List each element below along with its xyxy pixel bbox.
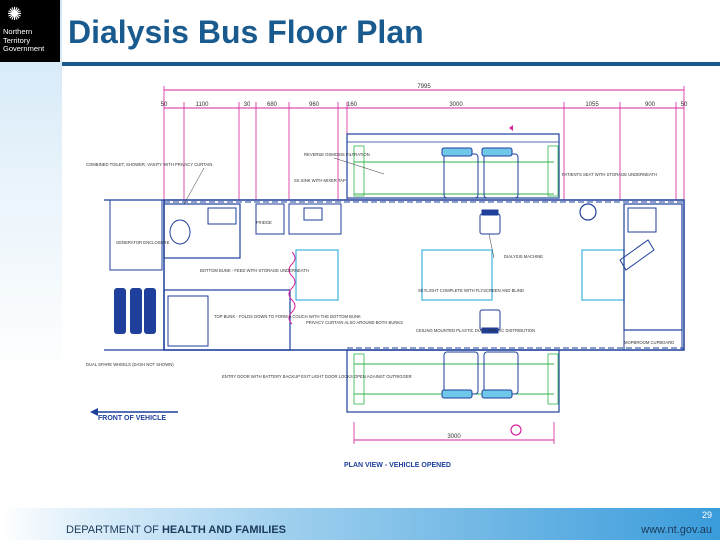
dim-8: 1055 — [585, 102, 599, 108]
label-privacy: PRIVACY CURTAIN ALSO AROUND BOTH BUNKS — [306, 320, 403, 325]
bottom-slide-out — [346, 349, 560, 436]
overall-dimension: 7995 — [417, 84, 431, 90]
top-patient-seats — [441, 147, 519, 199]
left-gradient-strip — [0, 0, 62, 540]
label-entry-door: ENTRY DOOR WITH BATTERY BACKUP EXIT LIGH… — [222, 374, 412, 379]
dim-4: 680 — [267, 102, 278, 108]
bus-main-body — [104, 199, 685, 351]
label-skylight: SKYLIGHT COMPLETE WITH FLYSCREEN AND BLI… — [418, 288, 524, 293]
label-cupboard: MOPBROOM CUPBOARD — [624, 340, 674, 345]
website-url: www.nt.gov.au — [641, 524, 712, 536]
label-fridge: FRIDGE — [256, 220, 272, 225]
label-sink: SS SINK WITH MIXER TAP — [294, 178, 346, 183]
label-dialysis: DIALYSIS MACHINE — [504, 254, 543, 259]
logo-text: Northern Territory Government — [3, 27, 45, 54]
dim-2: 1100 — [196, 102, 210, 108]
label-ceiling-duct: CEILING MOUNTED PLASTIC DUCT FOR A/C DIS… — [416, 328, 535, 333]
floor-plan-diagram: 7995 50 1100 30 680 960 160 3000 1055 90… — [86, 84, 688, 469]
dim-9: 900 — [645, 102, 656, 108]
title-underline — [62, 62, 720, 66]
logo-line-1: Northern — [3, 27, 33, 36]
label-toilet: COMBINED TOILET, SHOWER, VANITY WITH PRI… — [86, 162, 212, 167]
top-slide-out — [346, 125, 560, 199]
front-of-vehicle-label: FRONT OF VEHICLE — [98, 415, 166, 422]
dim-1: 50 — [161, 102, 168, 108]
bottom-dimension: 3000 — [447, 434, 461, 440]
label-generator: GENERATOR ENCLOSURE — [116, 240, 170, 245]
dialysis-machine-icons — [479, 209, 501, 334]
logo-line-3: Government — [3, 44, 45, 53]
dim-5: 960 — [309, 102, 320, 108]
dim-7: 3000 — [449, 102, 463, 108]
label-reverse-osmosis: REVERSE OSMOSIS FILTRATION — [304, 152, 370, 157]
star-icon: ✺ — [7, 4, 23, 25]
nt-government-logo: ✺ Northern Territory Government — [0, 0, 60, 62]
label-top-bunk: TOP BUNK - FOLDS DOWN TO FORM A COUCH WI… — [214, 314, 361, 319]
dept-prefix: DEPARTMENT OF — [66, 524, 162, 536]
dim-3: 30 — [244, 102, 251, 108]
plan-caption: PLAN VIEW - VEHICLE OPENED — [344, 462, 451, 469]
dept-bold: HEALTH AND FAMILIES — [161, 524, 287, 536]
label-wheels: DUAL SPARE WHEELS (DASH NOT SHOWN) — [86, 362, 174, 367]
logo-line-2: Territory — [3, 35, 31, 45]
department-name: DEPARTMENT OF HEALTH AND FAMILIES — [66, 524, 286, 536]
footer-bar — [0, 508, 720, 540]
spare-wheels — [114, 288, 156, 334]
slide-title: Dialysis Bus Floor Plan — [68, 14, 424, 50]
label-patients-seat: PATIENTS SEAT WITH STORAGE UNDERNEATH — [562, 172, 657, 177]
page-number: 29 — [701, 510, 712, 520]
dim-6: 160 — [347, 102, 358, 108]
dim-10: 50 — [681, 102, 688, 108]
label-bottom-bunk: BOTTOM BUNK - FEED WITH STORAGE UNDERNEA… — [200, 268, 309, 273]
